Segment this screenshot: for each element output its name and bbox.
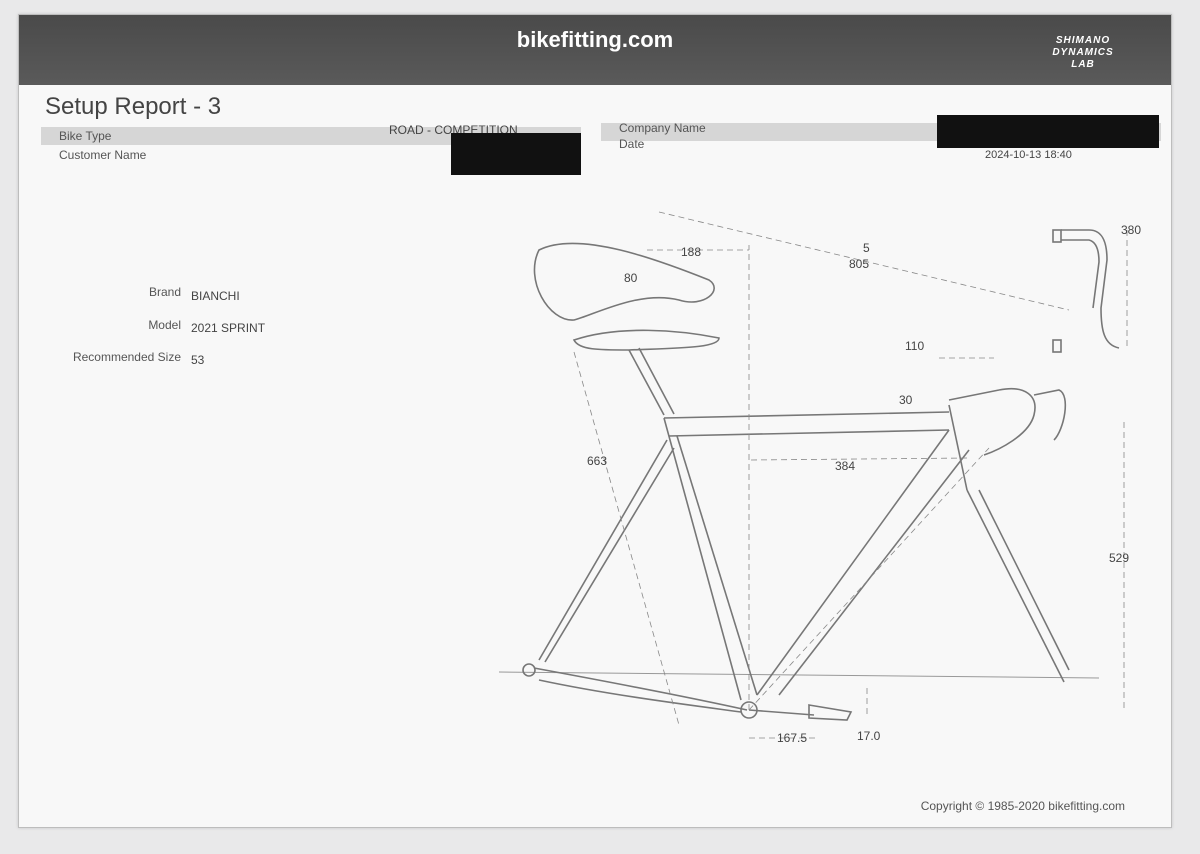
saddle-icon <box>533 242 715 321</box>
handlebar-front-icon <box>1061 229 1120 349</box>
report-title: Setup Report - 3 <box>45 93 222 120</box>
pedal-icon <box>808 704 853 721</box>
saddle-tilt-label: 80 <box>624 271 638 285</box>
recommended-size-value: 53 <box>191 353 205 367</box>
stem-length-label: 110 <box>905 339 924 353</box>
shimano-dynamics-lab-logo: SHIMANO DYNAMICS LAB <box>1052 35 1114 70</box>
report-header: bikefitting.com SHIMANO DYNAMICS LAB <box>19 15 1171 85</box>
date-value: 2024-10-13 18:40 <box>985 149 1072 161</box>
crank-length-label: 167.5 <box>777 731 807 745</box>
site-title: bikefitting.com <box>516 27 674 52</box>
recommended-size-label: Recommended Size <box>72 350 181 364</box>
stack-label: 529 <box>1109 551 1129 565</box>
model-value: 2021 SPRINT <box>191 321 266 335</box>
saddle-to-bar-label: 384 <box>835 459 855 473</box>
reach-drop-label: 5 <box>863 241 870 255</box>
customer-name-label: Customer Name <box>59 148 147 162</box>
cleat-offset-label: 17.0 <box>857 729 881 743</box>
saddle-setback-label: 188 <box>681 245 701 259</box>
bike-type-label: Bike Type <box>59 129 112 143</box>
bike-fit-diagram: 188 80 5 805 380 110 30 663 384 529 167.… <box>498 211 1141 745</box>
report-sheet: bikefitting.com SHIMANO DYNAMICS LAB Set… <box>18 14 1172 828</box>
copyright-text: Copyright © 1985-2020 bikefitting.com <box>920 799 1125 813</box>
brand-value: BIANCHI <box>191 289 240 303</box>
model-label: Model <box>148 318 181 332</box>
company-name-redacted <box>937 115 1159 148</box>
saddle-height-label: 663 <box>587 454 607 468</box>
bike-type-bar <box>41 127 581 145</box>
date-label: Date <box>619 137 645 151</box>
company-name-label: Company Name <box>619 121 706 135</box>
reach-label: 805 <box>849 257 869 271</box>
customer-name-redacted <box>451 133 581 175</box>
stem-angle-label: 30 <box>899 393 913 407</box>
bar-width-label: 380 <box>1121 223 1141 237</box>
brand-label: Brand <box>148 285 181 299</box>
